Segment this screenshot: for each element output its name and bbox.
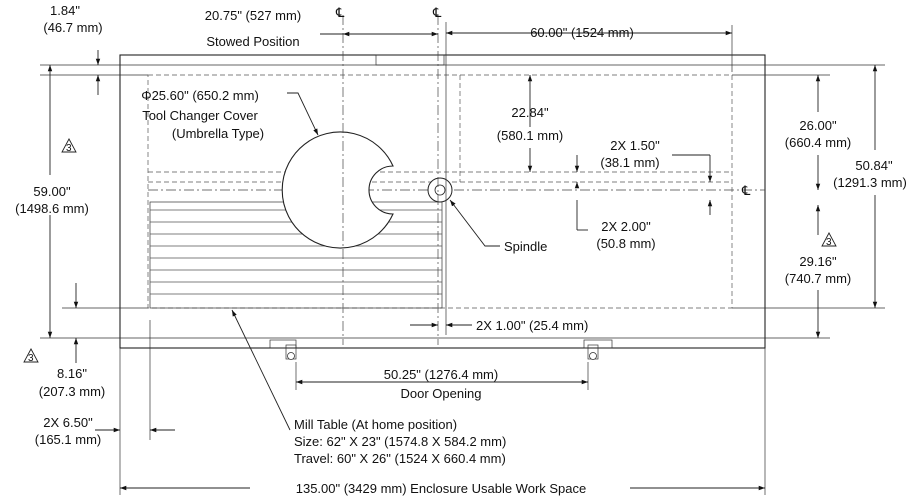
label-50-84-in: 50.84" bbox=[855, 158, 893, 173]
label-1-50-in: 2X 1.50" bbox=[610, 138, 660, 153]
label-door-dim: 50.25" (1276.4 mm) bbox=[384, 367, 498, 382]
label-umbrella-type: (Umbrella Type) bbox=[172, 126, 264, 141]
label-59-mm: (1498.6 mm) bbox=[15, 201, 89, 216]
label-22-84-mm: (580.1 mm) bbox=[497, 128, 563, 143]
label-mill-title: Mill Table (At home position) bbox=[294, 417, 457, 432]
label-1-84-mm: (46.7 mm) bbox=[43, 20, 102, 35]
cl-symbol-spindle: ℄ bbox=[432, 5, 442, 20]
cl-symbol-right: ℄ bbox=[741, 183, 751, 198]
label-29-16-in: 29.16" bbox=[799, 254, 837, 269]
label-8-16-in: 8.16" bbox=[57, 366, 87, 381]
leader-mill-table bbox=[231, 309, 291, 431]
label-6-50-mm: (165.1 mm) bbox=[35, 432, 101, 447]
label-1-00: 2X 1.00" (25.4 mm) bbox=[476, 318, 588, 333]
top-notch bbox=[375, 54, 445, 66]
leader-umbrella bbox=[287, 92, 319, 136]
label-umbrella-dim: Φ25.60" (650.2 mm) bbox=[141, 88, 259, 103]
revision-marker-bottom: 3 bbox=[23, 348, 39, 364]
label-mill-travel: Travel: 60" X 26" (1524 X 660.4 mm) bbox=[294, 451, 506, 466]
label-mill-size: Size: 62" X 23" (1574.8 X 584.2 mm) bbox=[294, 434, 506, 449]
cl-symbol-stowed: ℄ bbox=[335, 5, 345, 20]
label-26-mm: (660.4 mm) bbox=[785, 135, 851, 150]
label-door-opening: Door Opening bbox=[401, 386, 482, 401]
label-travel-x: 60.00" (1524 mm) bbox=[530, 25, 634, 40]
label-50-84-mm: (1291.3 mm) bbox=[833, 175, 907, 190]
label-1-50-mm: (38.1 mm) bbox=[600, 155, 659, 170]
revision-marker-right: 3 bbox=[821, 232, 837, 248]
svg-text:3: 3 bbox=[66, 143, 72, 154]
label-2-00-mm: (50.8 mm) bbox=[596, 236, 655, 251]
svg-text:3: 3 bbox=[28, 353, 34, 364]
label-stowed-dim: 20.75" (527 mm) bbox=[205, 8, 301, 23]
label-59-in: 59.00" bbox=[33, 184, 71, 199]
label-work-space: 135.00" (3429 mm) Enclosure Usable Work … bbox=[296, 481, 587, 496]
label-umbrella-name: Tool Changer Cover bbox=[142, 108, 258, 123]
door-hinge-left bbox=[269, 339, 297, 360]
spindle-inner bbox=[434, 184, 446, 196]
revision-marker-left: 3 bbox=[61, 138, 77, 154]
label-1-84-in: 1.84" bbox=[50, 3, 80, 18]
label-26-in: 26.00" bbox=[799, 118, 837, 133]
label-stowed-position: Stowed Position bbox=[206, 34, 299, 49]
leader-spindle bbox=[449, 199, 500, 247]
label-2-00-in: 2X 2.00" bbox=[601, 219, 651, 234]
umbrella-tool-changer bbox=[281, 131, 394, 249]
svg-text:3: 3 bbox=[826, 237, 832, 248]
spindle-outer bbox=[427, 177, 453, 203]
label-22-84-in: 22.84" bbox=[511, 105, 549, 120]
label-29-16-mm: (740.7 mm) bbox=[785, 271, 851, 286]
label-spindle: Spindle bbox=[504, 239, 547, 254]
label-6-50-in: 2X 6.50" bbox=[43, 415, 93, 430]
door-hinge-right bbox=[583, 339, 613, 360]
label-8-16-mm: (207.3 mm) bbox=[39, 384, 105, 399]
